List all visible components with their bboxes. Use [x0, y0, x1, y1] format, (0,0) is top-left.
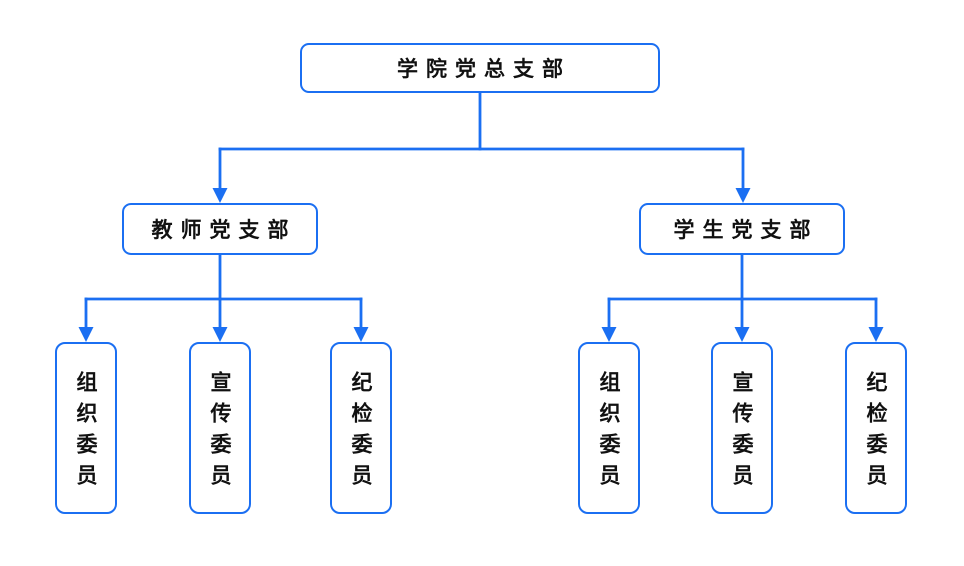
- node-teacher-publicity-member: 宣传委员: [189, 342, 251, 514]
- connector-root-to-branches: [212, 90, 751, 203]
- node-label: 纪检委员: [349, 371, 374, 495]
- node-student-discipline-member: 纪检委员: [845, 342, 907, 514]
- node-label: 宣传委员: [730, 371, 755, 495]
- node-label: 学生党支部: [673, 217, 819, 242]
- node-college-party-general-branch: 学院党总支部: [300, 43, 660, 93]
- connector-teacher-branch-to-members: [78, 253, 369, 342]
- node-label: 纪检委员: [864, 371, 889, 495]
- node-teacher-party-branch: 教师党支部: [122, 203, 318, 255]
- connector-student-branch-to-members: [601, 253, 884, 342]
- node-label: 学院党总支部: [397, 56, 571, 81]
- node-teacher-organization-member: 组织委员: [55, 342, 117, 514]
- node-teacher-discipline-member: 纪检委员: [330, 342, 392, 514]
- node-student-party-branch: 学生党支部: [639, 203, 845, 255]
- node-label: 教师党支部: [151, 217, 297, 242]
- node-label: 宣传委员: [208, 371, 233, 495]
- node-student-organization-member: 组织委员: [578, 342, 640, 514]
- node-student-publicity-member: 宣传委员: [711, 342, 773, 514]
- node-label: 组织委员: [74, 371, 99, 495]
- node-label: 组织委员: [597, 371, 622, 495]
